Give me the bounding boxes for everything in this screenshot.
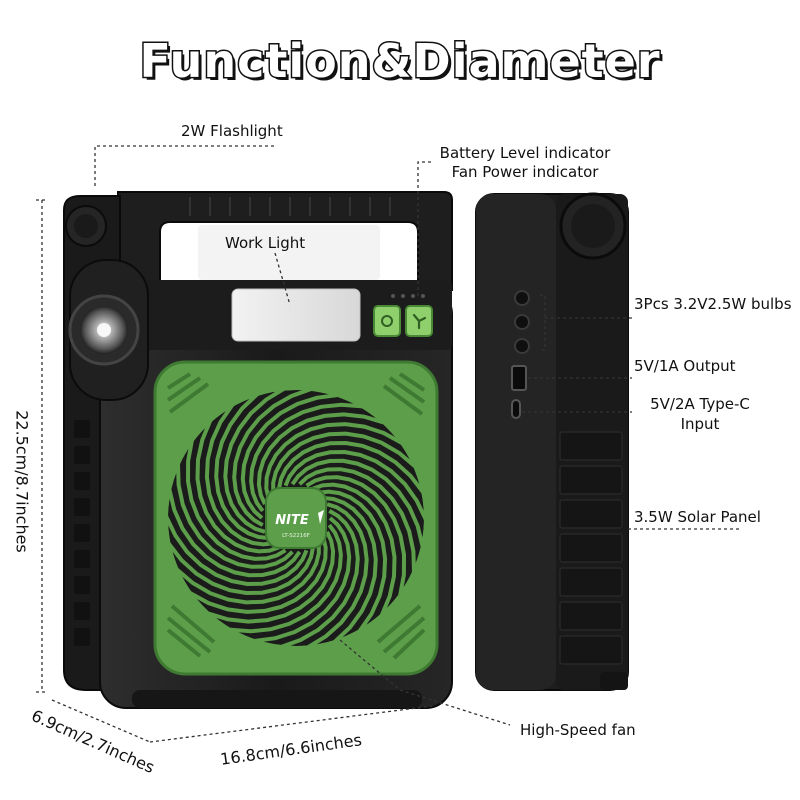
fan-blade-guard: [271, 431, 417, 493]
carry-handle: [117, 191, 453, 293]
fan-blade-guard: [298, 467, 416, 573]
fan-blade-guard: [204, 403, 274, 547]
fan-spiral-grille: [164, 386, 428, 650]
work-light-label: Work Light: [225, 234, 306, 252]
fan-blade-guard: [214, 392, 269, 540]
fan-blade-guard: [253, 516, 352, 643]
fan-blade-guard: [188, 537, 328, 614]
height-dimension: 22.5cm/8.7inches: [12, 410, 32, 553]
fan-blade-guard: [323, 496, 378, 644]
fan-blade-guard: [305, 475, 407, 597]
fan-blade-guard: [232, 387, 313, 527]
fan-blade-guard: [223, 386, 286, 534]
side-foot: [600, 672, 628, 690]
page-title: Function&Diameter: [138, 33, 661, 90]
rotary-knob: [65, 205, 107, 247]
fan-blade-guard: [166, 541, 315, 596]
fan-blade-guard: [256, 412, 385, 506]
fan-blade-guard: [318, 489, 388, 633]
typec-port: [511, 399, 521, 419]
fan-blade-guard: [264, 422, 404, 499]
fan-blade-guard: [167, 488, 302, 578]
brand-logo-mark: [318, 510, 324, 524]
solar-panel-label: 3.5W Solar Panel: [634, 508, 761, 526]
fan-blade-guard: [240, 393, 339, 520]
fan-blade-guard: [185, 439, 287, 561]
fan-blade-guard: [290, 458, 425, 548]
typec-label-line2: Input: [680, 415, 720, 433]
front-view: NITE LT-S2216F: [63, 191, 453, 709]
solar-ribs: [559, 431, 623, 665]
fan-blade-guard: [279, 509, 360, 649]
fan-blade-guard: [312, 482, 397, 617]
bulbs-label: 3Pcs 3.2V2.5W bulbs: [634, 295, 792, 313]
fan-blade-guard: [164, 515, 309, 587]
fan-blade-guard: [176, 463, 294, 569]
fan-label: High-Speed fan: [520, 721, 636, 739]
fan-indicator-label: Fan Power indicator: [451, 163, 599, 181]
work-light-panel: [231, 288, 361, 342]
side-view: [475, 192, 629, 691]
brand-logo: NITE: [275, 513, 309, 528]
battery-indicator-label: Battery Level indicator: [439, 144, 611, 162]
side-vents: [74, 420, 90, 646]
handle-grip: [189, 197, 391, 216]
work-light-button[interactable]: [373, 305, 401, 337]
flashlight: [68, 259, 149, 401]
model-number: LT-S2216F: [282, 533, 310, 539]
fan-hub: [265, 487, 327, 549]
battery-level-indicator: [391, 294, 425, 298]
usb-port: [511, 365, 527, 391]
typec-label-line1: 5V/2A Type-C: [650, 395, 750, 413]
base-foot: [132, 690, 422, 708]
fan-power-button[interactable]: [405, 305, 433, 337]
side-front-strip: [476, 194, 556, 690]
fan-blade-guard: [306, 502, 369, 650]
fan-blade-guard: [195, 419, 280, 554]
fan-blade-guard: [283, 449, 428, 521]
led-bulbs: [514, 290, 530, 354]
flashlight-label: 2W Flashlight: [181, 122, 283, 140]
usb-output-label: 5V/1A Output: [634, 357, 736, 375]
fan-blade-guard: [229, 523, 343, 634]
fan-blade-guard: [277, 440, 426, 495]
fan-blade-guard: [249, 402, 363, 513]
fan-corner-grilles: [166, 372, 426, 660]
handle-opening: [198, 225, 380, 280]
fan-blade-guard: [207, 530, 336, 624]
leader-lines: [36, 145, 740, 743]
fan-blade-guard: [175, 543, 321, 605]
